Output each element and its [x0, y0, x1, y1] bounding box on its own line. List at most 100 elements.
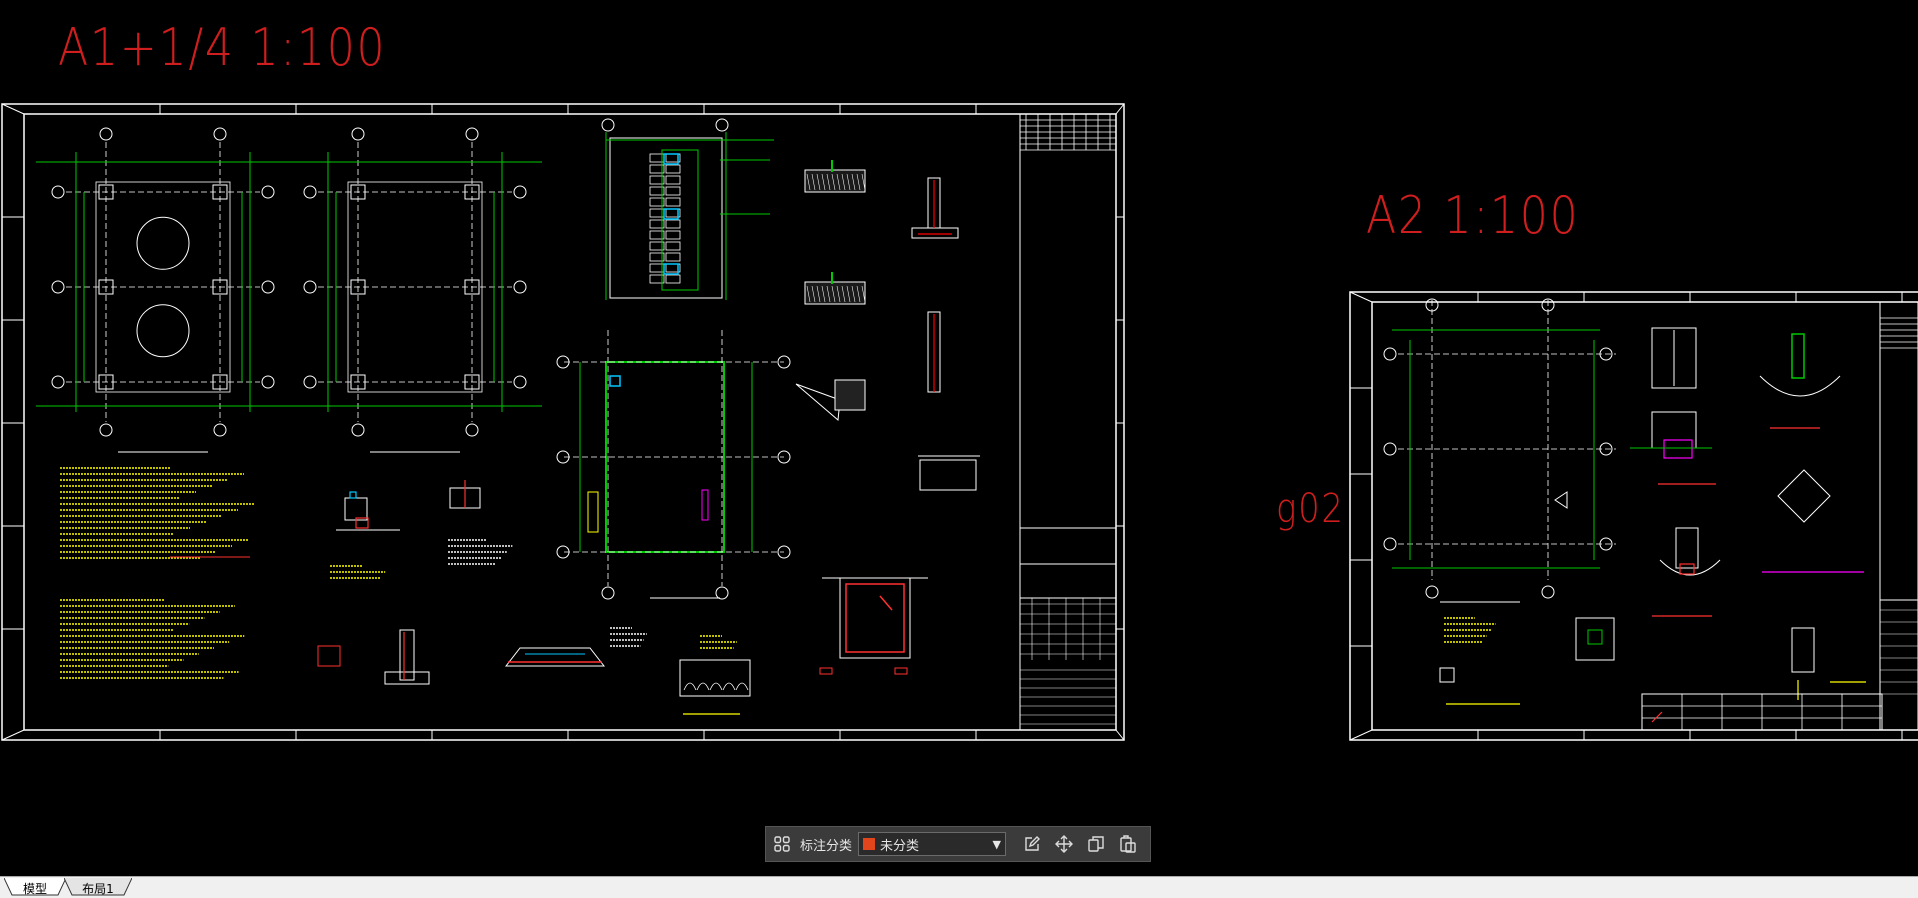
axis-bubble [513, 375, 527, 389]
axis-bubble [1425, 298, 1439, 312]
cabinet-slot [649, 230, 665, 240]
pit-rebar [879, 595, 893, 611]
detail-wedge [795, 383, 841, 422]
axis-bubble [303, 375, 317, 389]
column-footing [98, 279, 114, 295]
steel-column-detail [1651, 411, 1697, 449]
wave-hatch [735, 682, 749, 691]
cabinet-slot [665, 252, 681, 262]
frame-corner [1349, 729, 1373, 741]
axis-bubble [213, 423, 227, 437]
anchor-detail [1675, 527, 1699, 569]
north-marker [1554, 491, 1568, 509]
hatch [861, 285, 866, 303]
axis-bubble [556, 450, 570, 464]
tank-outline [136, 216, 190, 270]
hatch [861, 173, 866, 191]
axis-bubble [303, 280, 317, 294]
column-footing [212, 184, 228, 200]
cabinet-slot [649, 274, 665, 284]
rebar-red-box [1679, 563, 1695, 575]
category-select[interactable]: 未分类 ▼ [858, 832, 1007, 856]
drawing-canvas[interactable]: A1+1/4 1:100 A2 1:100 g02 [0, 0, 1918, 876]
tab-layout1[interactable]: 布局1 [64, 878, 132, 896]
rebar-tag [819, 667, 833, 675]
wave-hatch [696, 682, 710, 691]
axis-bubble [601, 586, 615, 600]
wave-hatch [709, 682, 723, 691]
rebar-tag [894, 667, 908, 675]
detail-box-cyan [349, 491, 357, 499]
rebar-marker [587, 491, 599, 533]
axis-bubble [99, 127, 113, 141]
column-footing [464, 374, 480, 390]
axis-bubble [513, 185, 527, 199]
move-icon[interactable] [1048, 827, 1080, 861]
detail-section [804, 169, 866, 193]
detail-box-red [355, 517, 369, 529]
steel-column-detail [1651, 327, 1697, 389]
highlight-slot [663, 263, 679, 275]
axis-bubble [351, 423, 365, 437]
detail-box [384, 671, 430, 685]
axis-bubble [51, 280, 65, 294]
column-footing [350, 374, 366, 390]
chevron-down-icon: ▼ [992, 837, 1002, 851]
edit-icon[interactable] [1016, 827, 1048, 861]
axis-bubble [1383, 442, 1397, 456]
frame-corner [1, 729, 25, 741]
hatch [826, 173, 831, 191]
hatch [831, 285, 836, 303]
axis-bubble [351, 127, 365, 141]
tab-model[interactable]: 模型 [4, 878, 66, 896]
hatch [826, 285, 831, 303]
diamond-plate [1777, 469, 1831, 523]
wave-hatch [683, 682, 697, 691]
axis-bubble [777, 355, 791, 369]
tab-model-label: 模型 [22, 882, 47, 896]
cabinet-inner [661, 149, 699, 291]
hatch [841, 285, 846, 303]
bolt-detail [1791, 627, 1815, 673]
detail-box [679, 659, 751, 697]
bolt-detail-inner [1587, 629, 1603, 645]
cabinet-slot [649, 186, 665, 196]
copy-icon[interactable] [1080, 827, 1112, 861]
cabinet-slot [649, 219, 665, 229]
hatch [811, 285, 816, 303]
hatch [856, 173, 861, 191]
hatch [831, 173, 836, 191]
column-footing [212, 374, 228, 390]
pit-section [839, 577, 911, 659]
cabinet-slot [665, 241, 681, 251]
cabinet-slot [649, 175, 665, 185]
tab-layout1-label: 布局1 [82, 882, 114, 896]
rebar-red [1651, 711, 1663, 723]
sheet-2-scale-label: A2 1:100 [1366, 186, 1580, 246]
tab-bar-divider [0, 876, 1918, 877]
axis-bubble [261, 280, 275, 294]
paste-icon[interactable] [1112, 827, 1144, 861]
detail-section [804, 281, 866, 305]
axis-bubble [1383, 537, 1397, 551]
grid-icon[interactable] [766, 827, 798, 861]
cabinet-slot [665, 230, 681, 240]
column-footing [464, 184, 480, 200]
detail-box [1439, 667, 1455, 683]
axis-bubble [1599, 347, 1613, 361]
axis-bubble [51, 185, 65, 199]
magenta-marker [1663, 439, 1693, 459]
sheet-2-outer-frame [1349, 291, 1918, 741]
trench-detail [504, 647, 606, 667]
axis-bubble [556, 545, 570, 559]
slab-outline [347, 181, 483, 393]
category-select-value: 未分类 [880, 838, 920, 854]
cabinet-slot [665, 197, 681, 207]
hatch [846, 173, 851, 191]
cabinet-frame [609, 137, 723, 299]
frame-corner [1115, 729, 1125, 741]
column-footing [98, 374, 114, 390]
column-footing [98, 184, 114, 200]
axis-bubble [1599, 442, 1613, 456]
axis-bubble [51, 375, 65, 389]
